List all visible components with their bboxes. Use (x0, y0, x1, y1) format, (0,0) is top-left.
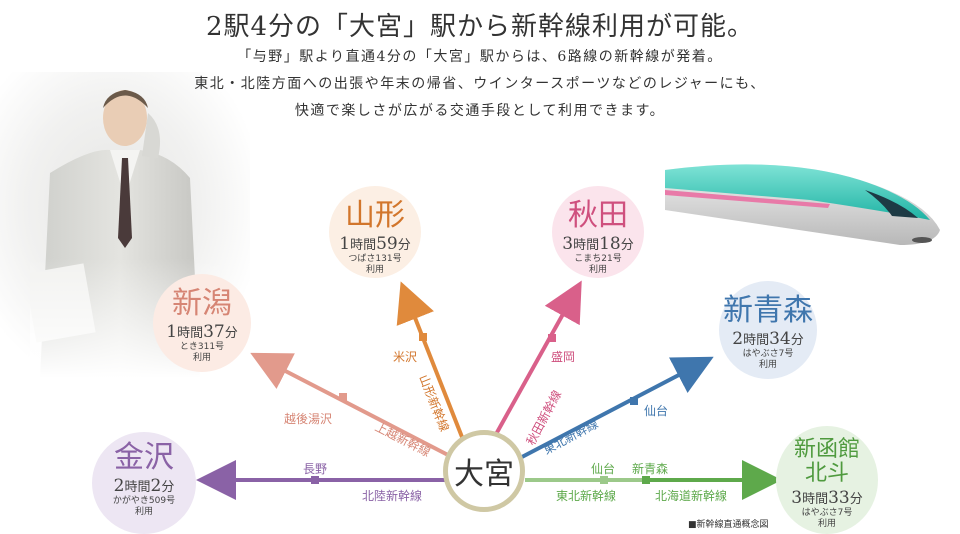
dest-shinaomori: 新青森 2時間34分 はやぶさ7号 利用 (719, 281, 817, 379)
dest-time: 3時間18分 (562, 234, 634, 254)
yamagata-line (396, 281, 464, 438)
joetsu-station-label: 越後湯沢 (284, 412, 333, 426)
yamagata-stop (419, 333, 427, 341)
dest-name: 新青森 (723, 293, 813, 328)
dest-name-2: 北斗 (804, 461, 849, 486)
hokkaido-station-label: 新青森 (632, 462, 669, 476)
lead-line: 快適で楽しさが広がる交通手段として利用できます。 (294, 103, 666, 119)
dest-yamagata: 山形 1時間59分 つばさ131号 利用 (329, 186, 421, 278)
dest-train: つばさ131号 (348, 254, 402, 264)
shinkansen-photo (665, 164, 940, 245)
dest-use: 利用 (134, 507, 153, 517)
tohoku-e-station-label: 仙台 (591, 462, 616, 476)
hokuriku-stop (311, 476, 319, 484)
dest-name: 金沢 (114, 440, 174, 475)
dest-train: とき311号 (179, 342, 225, 352)
dest-use: 利用 (588, 265, 607, 275)
dest-train: かがやき509号 (112, 496, 176, 506)
dest-time: 2時間34分 (732, 329, 804, 349)
akita-line (493, 280, 582, 437)
joetsu-line (250, 352, 449, 457)
sendai-stop (600, 476, 608, 484)
lead-text: 「与野」駅より直通4分の「大宮」駅からは、6路線の新幹線が発着。 東北・北陸方面… (0, 44, 960, 125)
shinaomori-stop (642, 476, 650, 484)
dest-name: 新潟 (172, 286, 232, 321)
dest-use: 利用 (758, 360, 777, 370)
dest-name: 山形 (345, 198, 405, 233)
lead-line: 「与野」駅より直通4分の「大宮」駅からは、6路線の新幹線が発着。 (237, 49, 723, 65)
dest-train: はやぶさ7号 (742, 349, 794, 359)
hokuriku-line-label: 北陸新幹線 (362, 489, 423, 503)
yamagata-station-label: 米沢 (393, 350, 418, 364)
hub-omiya: 大宮 (443, 430, 525, 512)
dest-time: 1時間37分 (166, 322, 238, 342)
hokuriku-station-label: 長野 (303, 462, 328, 476)
dest-akita: 秋田 3時間18分 こまち21号 利用 (552, 186, 644, 278)
dest-train: こまち21号 (574, 254, 622, 264)
dest-name: 新函館 (793, 437, 860, 462)
lead-line: 東北・北陸方面への出張や年末の帰省、ウインタースポーツなどのレジャーにも、 (194, 76, 766, 92)
diagram-note: ■新幹線直通概念図 (688, 520, 769, 530)
akita-stop (548, 334, 556, 342)
tohoku-line-ne (519, 356, 714, 460)
dest-time: 1時間59分 (339, 234, 411, 254)
dest-kanazawa: 金沢 2時間2分 かがやき509号 利用 (92, 432, 196, 534)
tohoku-e-line-label: 東北新幹線 (556, 489, 617, 503)
dest-use: 利用 (365, 265, 384, 275)
dest-shinhakodate: 新函館 北斗 3時間33分 はやぶさ7号 利用 (776, 426, 878, 534)
dest-use: 利用 (817, 519, 836, 529)
dest-time: 3時間33分 (791, 488, 863, 508)
dest-name: 秋田 (568, 198, 628, 233)
joetsu-stop (339, 393, 347, 401)
tohoku-ne-station-label: 仙台 (644, 404, 669, 418)
dest-niigata: 新潟 1時間37分 とき311号 利用 (153, 274, 251, 372)
dest-train: はやぶさ7号 (801, 508, 853, 518)
dest-time: 2時間2分 (113, 476, 175, 496)
akita-station-label: 盛岡 (551, 350, 576, 364)
dest-use: 利用 (192, 353, 211, 363)
hokkaido-line-label: 北海道新幹線 (655, 489, 728, 503)
page-title: 2駅4分の「大宮」駅から新幹線利用が可能。 (205, 12, 755, 42)
tohoku-stop (630, 397, 638, 405)
